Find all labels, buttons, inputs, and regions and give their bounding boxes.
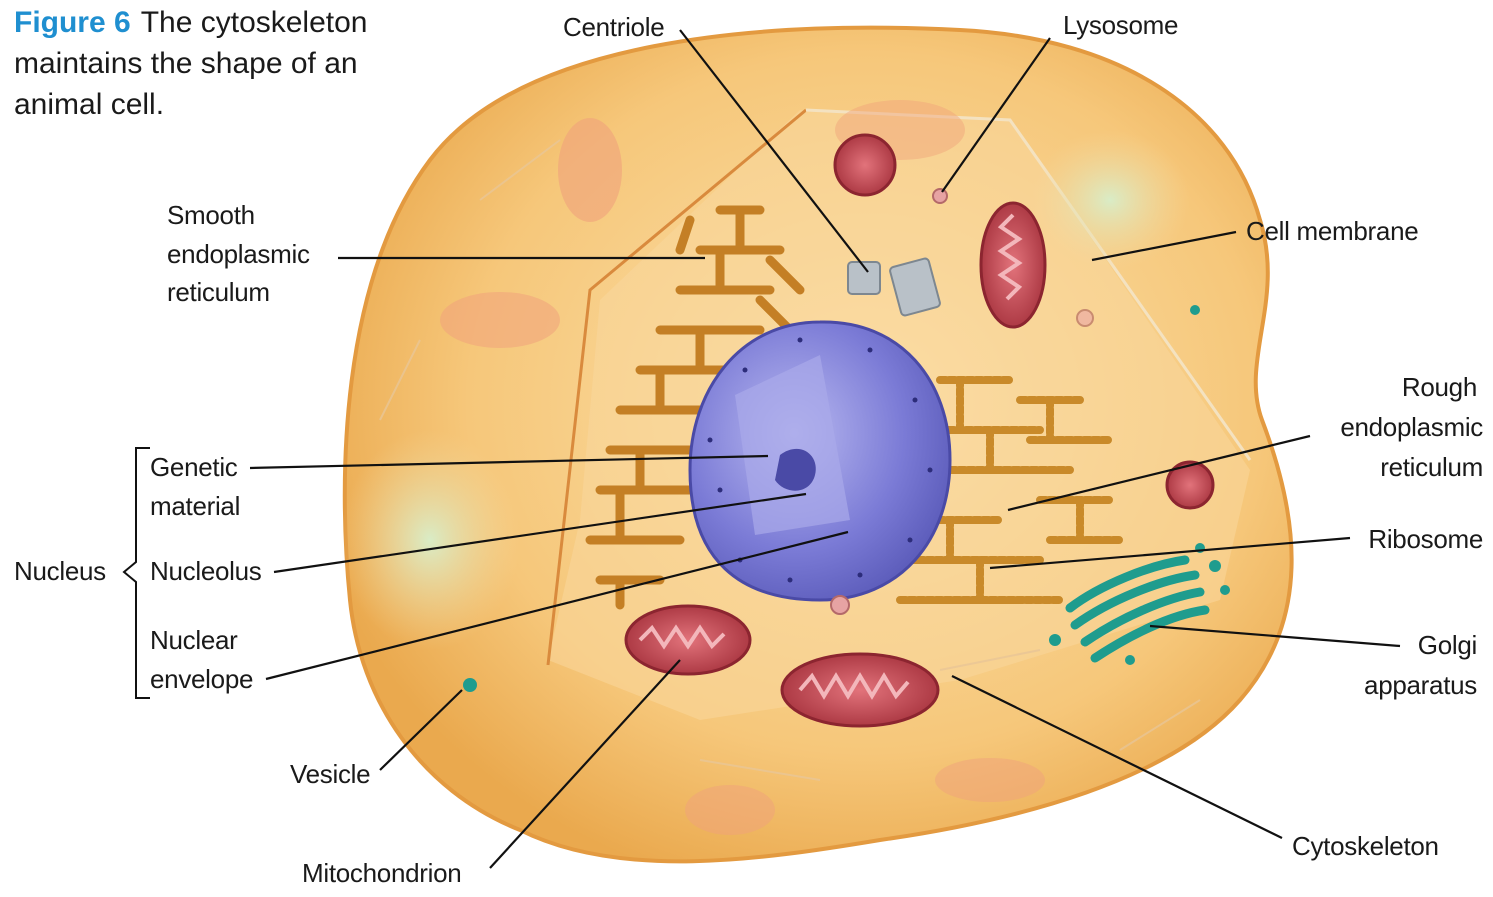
- label-genetic-material-line1: Genetic: [150, 448, 238, 486]
- label-lysosome: Lysosome: [1063, 6, 1178, 44]
- label-centriole: Centriole: [563, 8, 664, 46]
- label-rough-er-line2: endoplasmic: [1340, 408, 1483, 446]
- label-smooth-er-line3: reticulum: [167, 273, 270, 311]
- label-cytoskeleton: Cytoskeleton: [1292, 827, 1439, 865]
- label-nucleolus: Nucleolus: [150, 552, 261, 590]
- lysosome: [933, 189, 947, 203]
- nucleus-bracket: [124, 448, 150, 698]
- figure-number: Figure 6: [14, 6, 131, 39]
- label-rough-er-line1: Rough: [1402, 368, 1477, 406]
- label-golgi-line1: Golgi: [1418, 626, 1477, 664]
- label-ribosome: Ribosome: [1368, 520, 1483, 558]
- label-smooth-er-line1: Smooth: [167, 196, 255, 234]
- label-rough-er-line3: reticulum: [1380, 448, 1483, 486]
- label-nuclear-envelope-line1: Nuclear: [150, 621, 238, 659]
- label-nuclear-envelope-line2: envelope: [150, 660, 253, 698]
- label-nucleus: Nucleus: [14, 552, 106, 590]
- label-smooth-er-line2: endoplasmic: [167, 235, 310, 273]
- label-cell-membrane: Cell membrane: [1246, 212, 1418, 250]
- label-vesicle: Vesicle: [290, 755, 370, 793]
- label-golgi-line2: apparatus: [1364, 666, 1477, 704]
- nucleolus: [775, 449, 816, 491]
- label-genetic-material-line2: material: [150, 487, 240, 525]
- label-mitochondrion: Mitochondrion: [302, 854, 461, 892]
- vesicle: [463, 678, 477, 692]
